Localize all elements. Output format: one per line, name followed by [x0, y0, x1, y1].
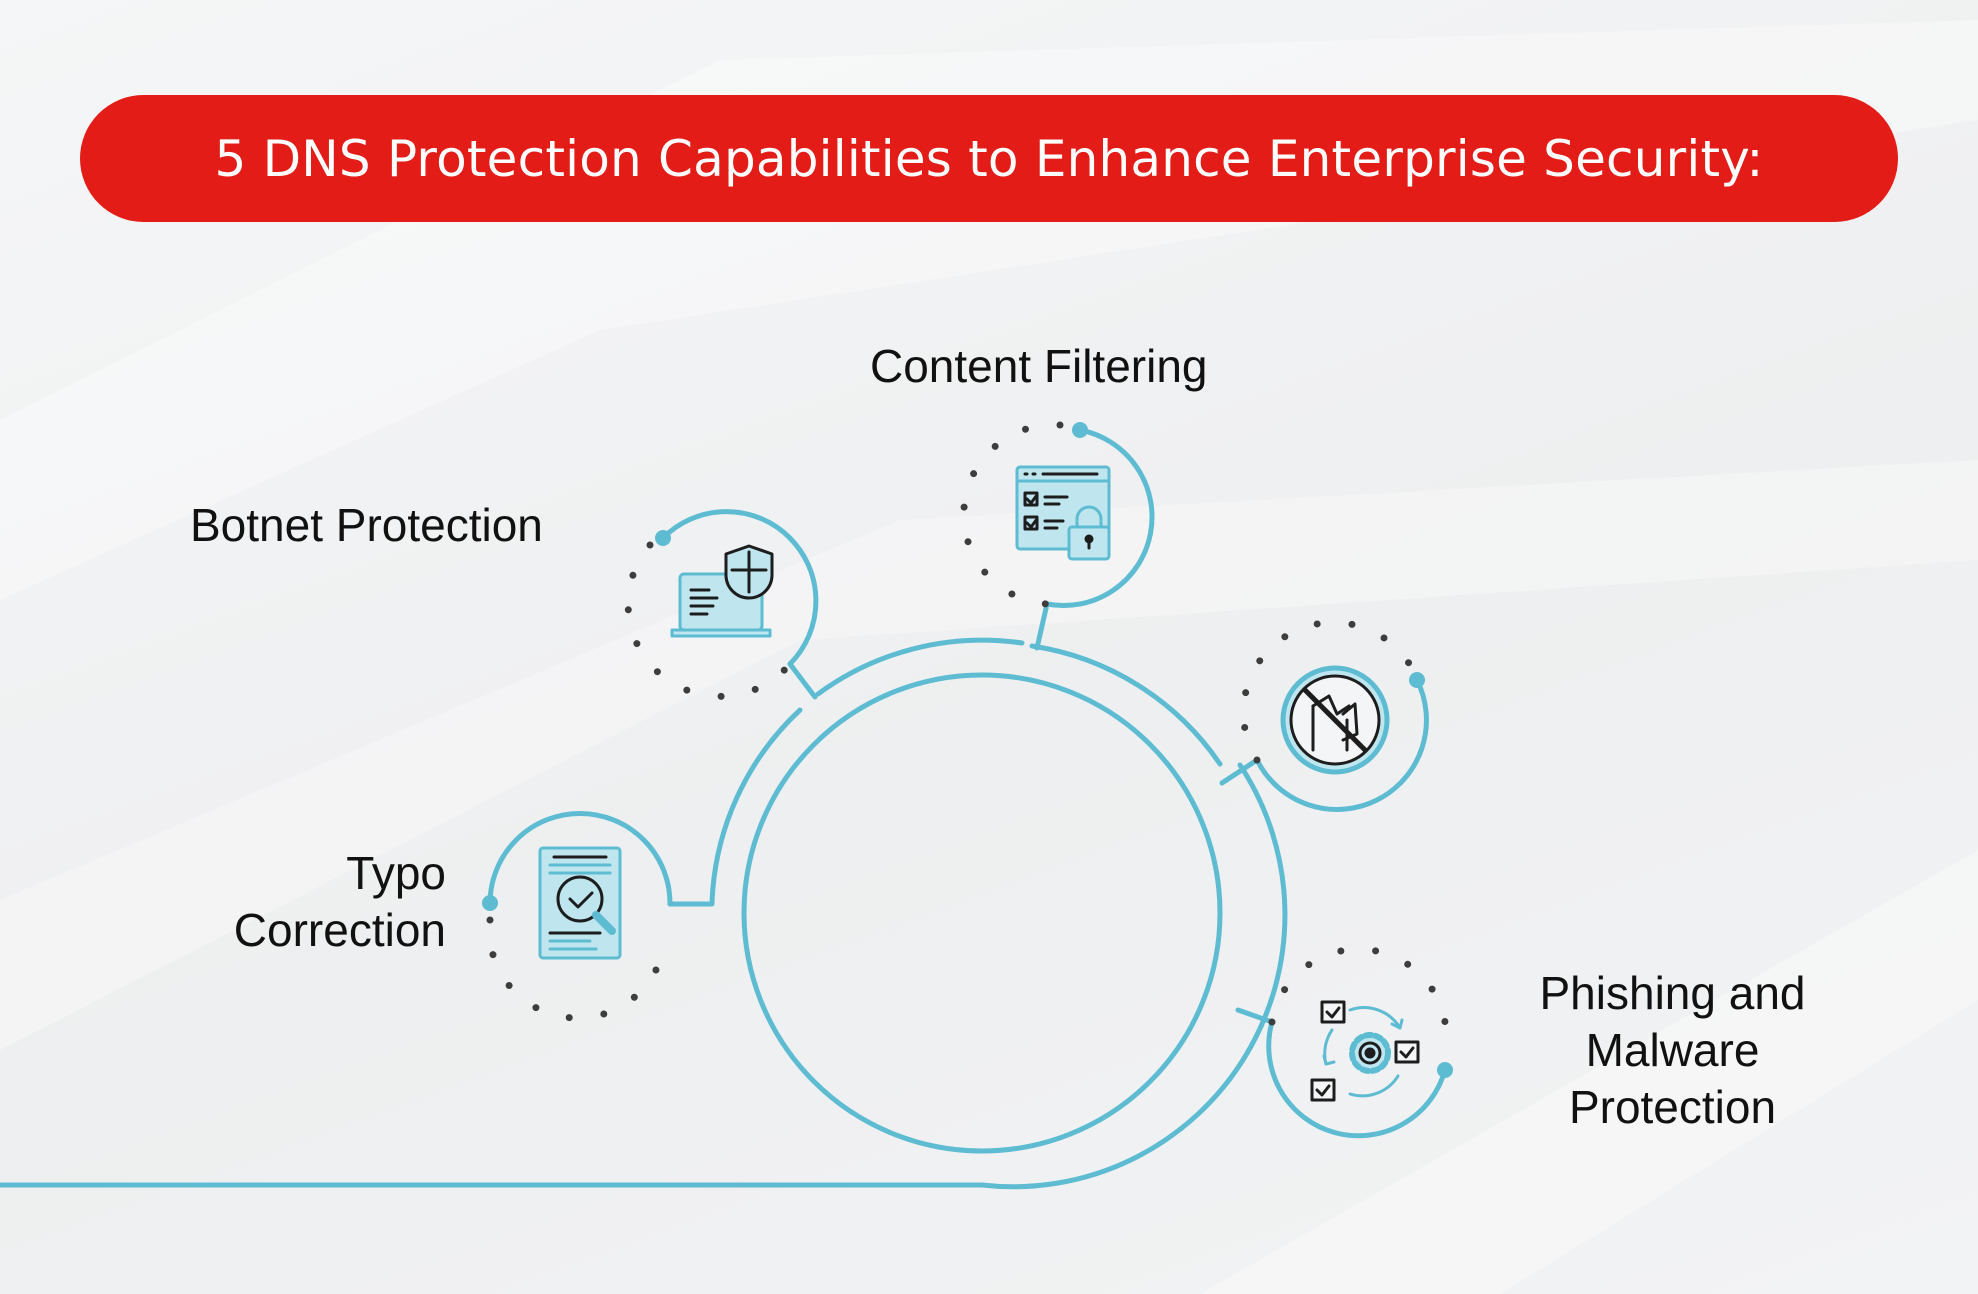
node-arc-content — [1044, 427, 1155, 609]
outer-arc-baseline — [0, 762, 1288, 1190]
node-arc-phishing — [1266, 1019, 1448, 1139]
end-marker-botnet — [655, 530, 671, 546]
end-marker-content — [1072, 422, 1088, 438]
outer-arc-top — [815, 637, 1025, 697]
gear-checklist-cycle-icon — [1310, 1000, 1420, 1102]
document-magnifier-check-icon — [538, 846, 622, 960]
label-content-filtering: Content Filtering — [870, 340, 1208, 392]
outer-arc-upper-right — [1029, 643, 1223, 767]
dotted-arc-flag — [1239, 618, 1414, 764]
spoke-content — [1034, 601, 1050, 651]
node-arc-botnet — [660, 509, 819, 667]
dotted-arc-content — [960, 421, 1064, 608]
inner-circle — [741, 672, 1223, 1154]
dotted-arc-botnet — [624, 541, 794, 700]
end-marker-flag — [1409, 672, 1425, 688]
outer-arc-left — [709, 707, 803, 906]
title-banner: 5 DNS Protection Capabilities to Enhance… — [80, 95, 1898, 222]
spoke-phishing — [1235, 1007, 1275, 1025]
title-text: 5 DNS Protection Capabilities to Enhance… — [214, 129, 1764, 188]
dotted-arc-phishing — [1268, 945, 1450, 1056]
spoke-botnet — [787, 661, 818, 700]
node-arc-typo — [487, 811, 673, 907]
prohibited-flag-icon — [1280, 665, 1390, 775]
end-marker-phishing — [1437, 1062, 1453, 1078]
spoke-flag — [1219, 757, 1260, 786]
laptop-shield-icon — [670, 544, 774, 638]
end-marker-typo — [482, 895, 498, 911]
browser-checklist-lock-icon — [1015, 465, 1111, 561]
node-arc-flag — [1254, 677, 1429, 812]
label-botnet-protection: Botnet Protection — [190, 499, 543, 551]
dotted-arc-typo — [485, 916, 669, 1022]
